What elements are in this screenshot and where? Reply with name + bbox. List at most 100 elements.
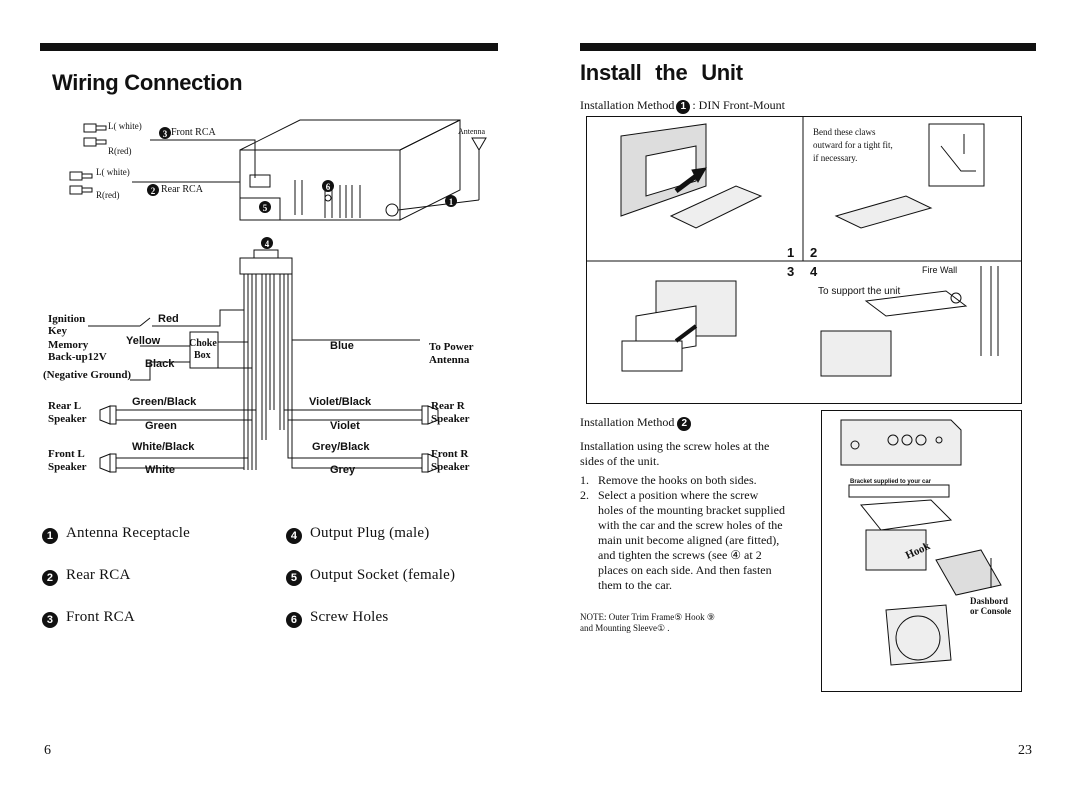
- support-label: To support the unit: [818, 286, 901, 297]
- label-backup: Back-up12V: [48, 351, 107, 363]
- label-front-r-speaker: Speaker: [431, 461, 470, 473]
- label-r-red-1: R(red): [108, 146, 132, 156]
- method2-num: 2: [677, 417, 692, 431]
- bracket-label: Bracket supplied to your car: [850, 479, 932, 485]
- intro-line-1: Installation using the screw holes at th…: [580, 439, 770, 453]
- claws-line-3: if necessary.: [813, 153, 858, 163]
- wire-green: Green: [145, 420, 177, 432]
- step-2-text: Select a position where the screw holes …: [598, 488, 785, 593]
- head-unit-drawing: [239, 119, 461, 221]
- step-2-line-5: and tighten the screws (see ④ at 2: [598, 548, 762, 562]
- label-to-power: To Power: [429, 341, 474, 353]
- label-antenna-power: Antenna: [429, 354, 470, 366]
- method1-label: Installation Method: [580, 98, 675, 112]
- label-rear-r-speaker: Speaker: [431, 413, 470, 425]
- step-2-line-2: holes of the mounting bracket supplied: [598, 503, 785, 517]
- legend-item-4: 4 Output Plug (male): [286, 525, 429, 544]
- step-2-line-7: them to the car.: [598, 578, 672, 592]
- legend-label-1: Antenna Receptacle: [66, 525, 190, 541]
- rca-plugs: [69, 123, 256, 195]
- right-page-title: Install the Unit: [580, 60, 743, 85]
- legend-label-6: Screw Holes: [310, 609, 389, 625]
- label-l-white-1: L( white): [108, 121, 142, 131]
- label-antenna: Antenna: [458, 127, 486, 136]
- legend-label-5: Output Socket (female): [310, 567, 456, 583]
- label-rear-r: Rear R: [431, 400, 465, 412]
- label-rear-l-speaker: Speaker: [48, 413, 87, 425]
- label-front-l-speaker: Speaker: [48, 461, 87, 473]
- wire-grey: Grey: [330, 464, 356, 476]
- step-1-num: 1.: [580, 473, 589, 487]
- claws-line-1: Bend these claws: [813, 127, 876, 137]
- legend-label-4: Output Plug (male): [310, 525, 430, 541]
- right-page-number: 23: [1018, 743, 1032, 758]
- label-front-rca: Front RCA: [171, 127, 216, 138]
- wire-black: Black: [145, 358, 175, 370]
- label-memory: Memory: [48, 339, 89, 351]
- legend-num-5: 5: [286, 570, 302, 586]
- legend-num-3: 3: [42, 612, 58, 628]
- step-2-num: 2.: [580, 488, 589, 502]
- method2-intro: Installation using the screw holes at th…: [580, 439, 815, 469]
- step-2-line-6: places on each side. And then fasten: [598, 563, 772, 577]
- legend-label-3: Front RCA: [66, 609, 135, 625]
- note-line-1: NOTE: Outer Trim Frame⑤ Hook ⑨: [580, 612, 715, 622]
- step-1: 1. Remove the hooks on both sides.: [580, 473, 815, 488]
- step-num-3: 3: [787, 264, 795, 279]
- wire-grey-black: Grey/Black: [312, 441, 370, 453]
- method2-illustration: [821, 410, 1022, 692]
- label-r-red-2: R(red): [96, 190, 120, 200]
- step-2-line-3: with the car and the screw holes of the: [598, 518, 783, 532]
- left-page-number: 6: [44, 743, 51, 758]
- wire-violet-black: Violet/Black: [309, 396, 372, 408]
- label-l-white-2: L( white): [96, 167, 130, 177]
- wire-white: White: [145, 464, 175, 476]
- step-2: 2. Select a position where the screw hol…: [580, 488, 815, 593]
- label-rear-l: Rear L: [48, 400, 82, 412]
- left-header-bar: [40, 43, 498, 51]
- label-front-l: Front L: [48, 448, 85, 460]
- legend-item-6: 6 Screw Holes: [286, 609, 388, 628]
- note: NOTE: Outer Trim Frame⑤ Hook ⑨ and Mount…: [580, 612, 715, 634]
- wire-blue: Blue: [330, 340, 354, 352]
- step-num-1: 1: [787, 245, 795, 260]
- right-header-bar: [580, 43, 1036, 51]
- svg-text:3: 3: [163, 129, 168, 139]
- claws-line-2: outward for a tight fit,: [813, 140, 893, 150]
- svg-text:5: 5: [263, 203, 268, 213]
- legend-num-1: 1: [42, 528, 58, 544]
- step-num-2: 2: [810, 245, 818, 260]
- wire-white-black: White/Black: [132, 441, 195, 453]
- antenna-drawing: [397, 137, 487, 211]
- diagram-callouts: 3 2 6 5 1 4: [147, 127, 457, 249]
- note-line-2: and Mounting Sleeve① .: [580, 623, 670, 633]
- dashboard-label: Dashbord: [970, 596, 1009, 606]
- wire-yellow: Yellow: [126, 335, 161, 347]
- console-label: or Console: [970, 606, 1012, 616]
- svg-text:1: 1: [449, 197, 454, 207]
- wire-violet: Violet: [330, 420, 360, 432]
- legend-num-4: 4: [286, 528, 302, 544]
- step-num-4: 4: [810, 264, 818, 279]
- label-choke: Choke: [189, 338, 217, 349]
- legend-num-6: 6: [286, 612, 302, 628]
- step-2-line-4: main unit become aligned (are fitted),: [598, 533, 780, 547]
- svg-text:4: 4: [265, 239, 270, 249]
- method2-label: Installation Method: [580, 415, 675, 429]
- legend-label-2: Rear RCA: [66, 567, 131, 583]
- intro-line-2: sides of the unit.: [580, 454, 660, 468]
- wiring-diagram: 3 2 6 5 1 4: [69, 119, 487, 473]
- power-wires: [88, 309, 420, 381]
- method1-desc: : DIN Front-Mount: [692, 98, 785, 112]
- claws-text: Bend these claws outward for a tight fit…: [813, 126, 893, 165]
- step-2-line-1: Select a position where the screw: [598, 488, 759, 502]
- label-negative-ground: (Negative Ground): [43, 369, 132, 381]
- label-box: Box: [194, 350, 211, 361]
- wire-green-black: Green/Black: [132, 396, 197, 408]
- method2-heading: Installation Method 2: [580, 415, 692, 431]
- legend-item-3: 3 Front RCA: [42, 609, 135, 628]
- label-rear-rca: Rear RCA: [161, 184, 203, 195]
- speakers: [99, 402, 439, 473]
